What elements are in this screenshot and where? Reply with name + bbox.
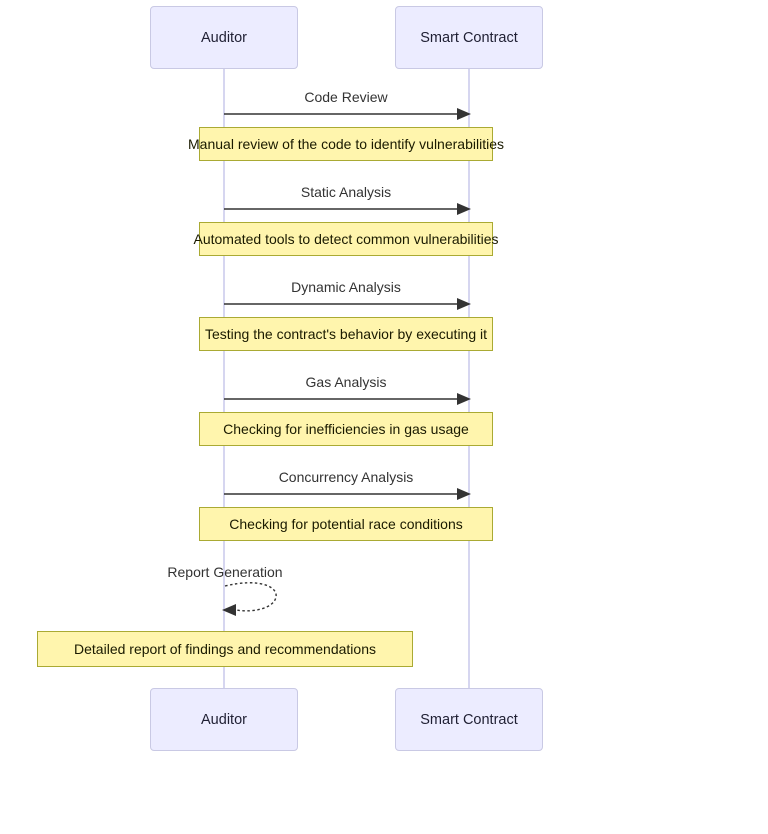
message-label-concurrency-analysis: Concurrency Analysis	[278, 469, 414, 485]
note-dynamic-analysis-text: Testing the contract's behavior by execu…	[204, 326, 488, 342]
actor-smart-contract-top-label: Smart Contract	[420, 29, 518, 46]
message-label-report-generation: Report Generation	[167, 564, 283, 580]
note-concurrency-analysis: Checking for potential race conditions	[199, 507, 493, 541]
message-arrow-code-review	[224, 108, 471, 120]
note-static-analysis-text: Automated tools to detect common vulnera…	[193, 231, 499, 247]
note-code-review: Manual review of the code to identify vu…	[188, 127, 504, 161]
actor-smart-contract-bottom-label: Smart Contract	[420, 711, 518, 728]
message-arrow-dynamic-analysis	[224, 298, 471, 310]
message-label-static-analysis: Static Analysis	[300, 184, 392, 200]
actor-smart-contract-bottom: Smart Contract	[395, 688, 543, 751]
self-loop-arrow-report-generation	[222, 582, 277, 616]
note-static-analysis: Automated tools to detect common vulnera…	[193, 222, 499, 256]
actor-auditor-top: Auditor	[150, 6, 298, 69]
message-arrow-static-analysis	[224, 203, 471, 215]
message-arrow-concurrency-analysis	[224, 488, 471, 500]
note-report-generation-text: Detailed report of findings and recommen…	[74, 641, 376, 657]
note-dynamic-analysis: Testing the contract's behavior by execu…	[199, 317, 493, 351]
actor-auditor-bottom-label: Auditor	[201, 711, 247, 728]
actor-auditor-bottom: Auditor	[150, 688, 298, 751]
note-gas-analysis: Checking for inefficiencies in gas usage	[199, 412, 493, 446]
note-code-review-text: Manual review of the code to identify vu…	[188, 136, 504, 152]
message-label-dynamic-analysis: Dynamic Analysis	[291, 279, 401, 295]
note-concurrency-analysis-text: Checking for potential race conditions	[229, 516, 463, 532]
actor-auditor-top-label: Auditor	[201, 29, 247, 46]
actor-smart-contract-top: Smart Contract	[395, 6, 543, 69]
message-arrow-gas-analysis	[224, 393, 471, 405]
message-label-code-review: Code Review	[304, 89, 388, 105]
message-label-gas-analysis: Gas Analysis	[305, 374, 387, 390]
note-report-generation: Detailed report of findings and recommen…	[37, 631, 413, 667]
note-gas-analysis-text: Checking for inefficiencies in gas usage	[223, 421, 469, 437]
